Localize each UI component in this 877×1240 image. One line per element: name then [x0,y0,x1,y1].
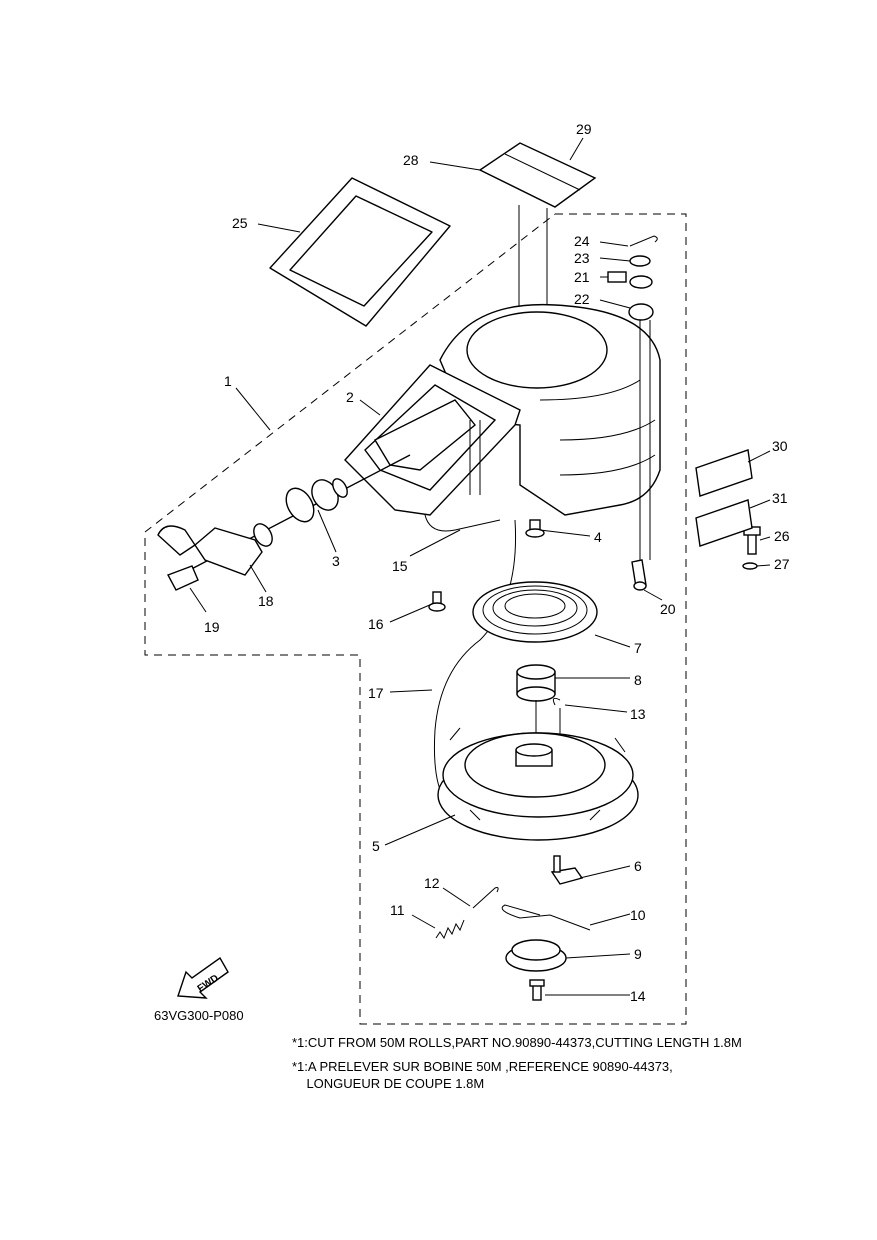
callout-2: 2 [346,389,354,405]
callout-21: 21 [574,269,590,285]
part-23-washer [629,255,651,267]
callout-24: 24 [574,233,590,249]
drawing-code: 63VG300-P080 [154,1008,244,1023]
callout-numbers: 1 2 3 4 5 6 7 8 9 10 11 12 13 14 15 16 1… [204,121,790,1004]
callout-15: 15 [392,558,408,574]
callout-9: 9 [634,946,642,962]
leader-lines [189,137,771,996]
callout-4: 4 [594,529,602,545]
callout-14: 14 [630,988,646,1004]
part-25-seal [269,177,451,327]
callout-30: 30 [772,438,788,454]
callout-11: 11 [390,902,405,918]
part-14-bolt [529,979,545,1001]
callout-6: 6 [634,858,642,874]
part-16-screw [428,591,446,612]
part-8-bushing [516,664,556,702]
part-12-pin [472,887,499,909]
part-9-plate [505,939,567,972]
part-6-pawl [550,855,584,885]
callout-26: 26 [774,528,790,544]
callout-12: 12 [424,875,440,891]
callout-23: 23 [574,250,590,266]
note-french-line1: *1:A PRELEVER SUR BOBINE 50M ,REFERENCE … [292,1059,673,1074]
callout-13: 13 [630,706,646,722]
part-4-screw [525,519,545,538]
callout-10: 10 [630,907,646,923]
callout-29: 29 [576,121,592,137]
part-24-pin [629,235,658,247]
part-22-spring [628,303,654,321]
part-13-clip [552,697,561,706]
callout-20: 20 [660,601,676,617]
callout-1: 1 [224,373,232,389]
part-18-handle [157,525,263,576]
callout-25: 25 [232,215,248,231]
callout-31: 31 [772,490,788,506]
part-19-clip [167,565,199,591]
part-20-lever [631,559,647,591]
part-5-drum [437,727,639,841]
part-10-spring [501,904,591,931]
part-15-hose [424,514,501,532]
callout-17: 17 [368,685,384,701]
part-28-29-labels [478,142,597,208]
part-7-spiral-spring [472,581,598,643]
callout-18: 18 [258,593,274,609]
callout-27: 27 [774,556,790,572]
part-21-pawl [607,271,653,289]
part-26-bolt [743,526,761,555]
callout-7: 7 [634,640,642,656]
note-french-line2: LONGUEUR DE COUPE 1.8M [292,1076,485,1091]
callout-16: 16 [368,616,384,632]
callout-8: 8 [634,672,642,688]
note-english: *1:CUT FROM 50M ROLLS,PART NO.90890-4437… [292,1035,742,1050]
callout-28: 28 [403,152,419,168]
part-11-spring [435,919,465,940]
callout-22: 22 [574,291,590,307]
callout-19: 19 [204,619,220,635]
part-30-label [695,449,753,497]
starter-housing [439,303,661,516]
part-2-handle-holder [344,364,521,516]
assembly-boundary [144,213,687,1025]
fwd-arrow-icon: FWD [177,956,229,999]
part-17-rope [433,519,517,801]
callout-3: 3 [332,553,340,569]
callout-5: 5 [372,838,380,854]
part-27-washer [742,562,758,570]
part-31-label [695,499,753,547]
